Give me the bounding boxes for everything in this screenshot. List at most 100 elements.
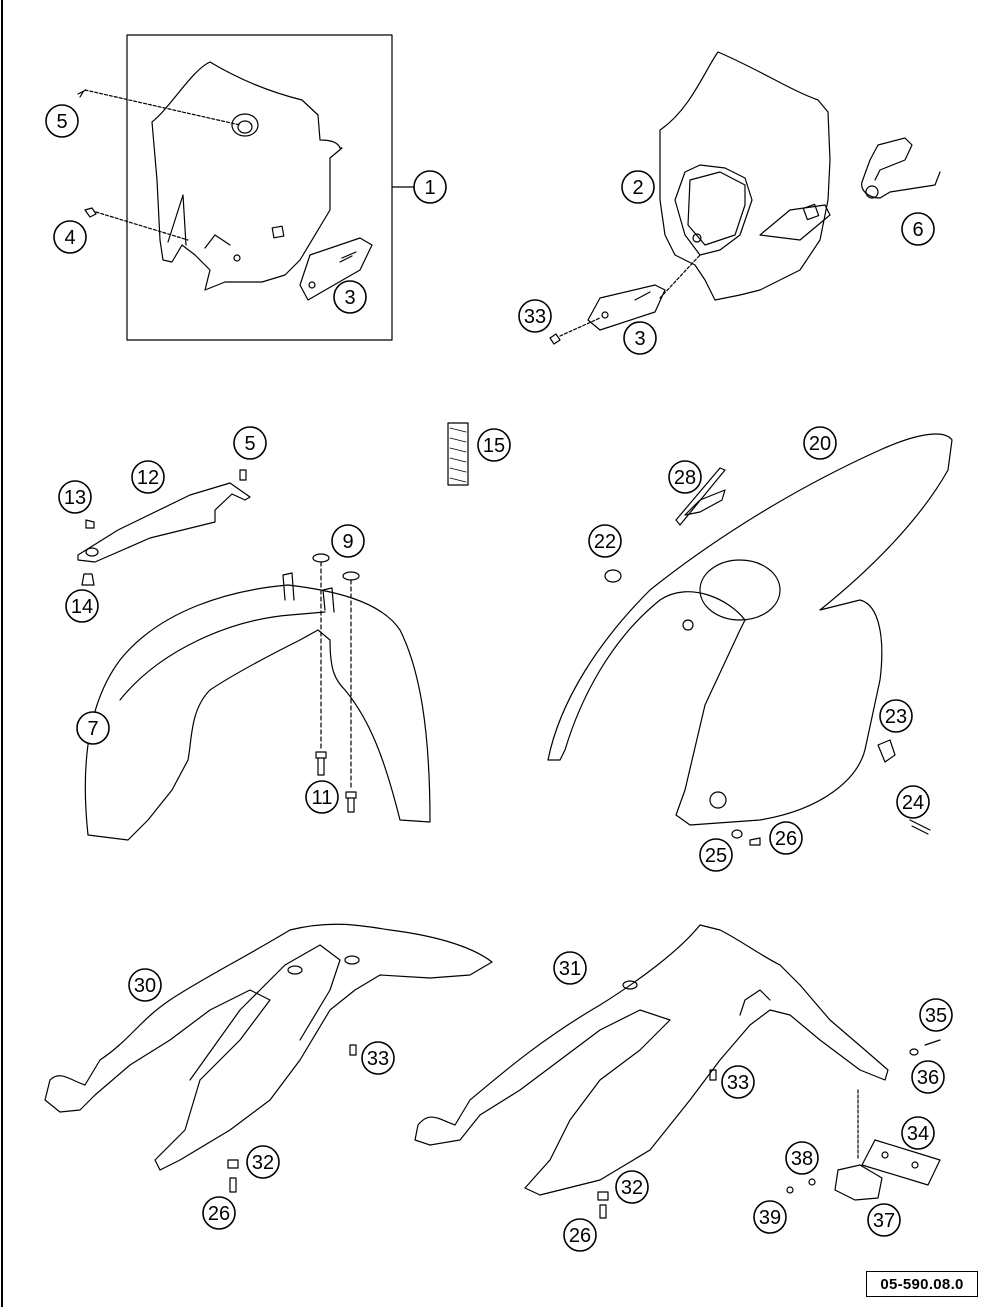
callout-label: 3: [634, 328, 645, 350]
part-37: [834, 1164, 883, 1201]
callout-circle: [896, 785, 930, 819]
nut-14: [81, 573, 95, 586]
screw-4: [84, 207, 97, 218]
callout-circle: [361, 1041, 395, 1075]
clamp-part: [861, 137, 941, 199]
callout-circle: [879, 699, 913, 733]
callout-11: 11: [305, 780, 339, 814]
callout-label: 30: [134, 975, 156, 997]
callout-38: 38: [785, 1141, 819, 1175]
callout-39: 39: [753, 1200, 787, 1234]
callout-28: 28: [668, 460, 702, 494]
callout-32: 32: [246, 1145, 280, 1179]
washer-32a: [227, 1159, 239, 1169]
grommet-9b: [342, 571, 360, 581]
callout-circle: [128, 968, 162, 1002]
callout-30: 30: [128, 968, 162, 1002]
callout-circle: [477, 428, 511, 462]
callout-31: 31: [553, 951, 587, 985]
callout-label: 1: [424, 177, 435, 199]
headlight-opening: [674, 164, 753, 256]
callout-circle: [785, 1141, 819, 1175]
callout-2: 2: [621, 170, 655, 204]
callout-label: 5: [244, 433, 255, 455]
callout-circle: [553, 951, 587, 985]
screw-26b: [229, 1177, 237, 1193]
callout-9: 9: [331, 524, 365, 558]
callout-35: 35: [919, 998, 953, 1032]
callout-label: 5: [56, 111, 67, 133]
callout-circle: [45, 104, 79, 138]
grommet-9a: [312, 553, 330, 563]
callout-label: 4: [64, 227, 75, 249]
callout-circle: [233, 426, 267, 460]
callout-circle: [769, 821, 803, 855]
callout-circle: [911, 1060, 945, 1094]
callout-circle: [65, 589, 99, 623]
callout-5: 5: [233, 426, 267, 460]
callout-34: 34: [901, 1116, 935, 1150]
callout-circle: [563, 1218, 597, 1252]
callout-label: 33: [727, 1072, 749, 1094]
fender-flap-part: [77, 482, 251, 563]
callout-3: 3: [333, 280, 367, 314]
callout-circle: [202, 1196, 236, 1230]
headlight-mask-part: [151, 61, 343, 291]
callout-circle: [901, 212, 935, 246]
callout-label: 25: [705, 845, 727, 867]
callout-circle: [518, 299, 552, 333]
nut-22: [604, 569, 622, 583]
callout-20: 20: [803, 426, 837, 460]
screw-5b: [239, 469, 247, 481]
callout-label: 26: [208, 1203, 230, 1225]
callout-label: 6: [912, 219, 923, 241]
callout-circle: [53, 220, 87, 254]
callout-circle: [588, 524, 622, 558]
callout-circle: [753, 1200, 787, 1234]
part-34: [861, 1139, 941, 1186]
washer-32b: [597, 1191, 609, 1201]
washer-13: [85, 519, 95, 529]
screw-33-top: [549, 333, 561, 345]
callout-label: 26: [775, 828, 797, 850]
callout-circle: [305, 780, 339, 814]
callout-33: 33: [518, 299, 552, 333]
callout-label: 38: [791, 1148, 813, 1170]
screw-26a: [749, 837, 761, 846]
side-panel-right: [414, 924, 889, 1196]
callout-12: 12: [131, 460, 165, 494]
callout-5: 5: [45, 104, 79, 138]
side-panel-left: [44, 923, 493, 1171]
callout-label: 23: [885, 706, 907, 728]
callout-6: 6: [901, 212, 935, 246]
callout-circle: [58, 480, 92, 514]
callout-25: 25: [699, 838, 733, 872]
callout-label: 9: [342, 531, 353, 553]
mask-bracket: [299, 237, 373, 301]
callout-1: 1: [413, 170, 447, 204]
callout-label: 24: [902, 792, 924, 814]
callout-circle: [919, 998, 953, 1032]
callout-22: 22: [588, 524, 622, 558]
callout-label: 3: [344, 287, 355, 309]
washer-38: [808, 1178, 816, 1186]
sticker-part: [447, 422, 469, 486]
callout-14: 14: [65, 589, 99, 623]
front-fender-part: [84, 584, 431, 841]
screw-39: [786, 1186, 794, 1194]
callout-label: 22: [594, 531, 616, 553]
callout-circle: [333, 280, 367, 314]
screw-24: [909, 819, 931, 835]
callout-circle: [615, 1170, 649, 1204]
callout-13: 13: [58, 480, 92, 514]
callout-label: 33: [524, 306, 546, 328]
callout-circle: [623, 321, 657, 355]
callout-label: 32: [621, 1177, 643, 1199]
mask-bracket-2: [587, 284, 666, 331]
callout-15: 15: [477, 428, 511, 462]
callout-33: 33: [721, 1065, 755, 1099]
callout-circle: [413, 170, 447, 204]
screw-11b: [345, 791, 357, 813]
callout-23: 23: [879, 699, 913, 733]
